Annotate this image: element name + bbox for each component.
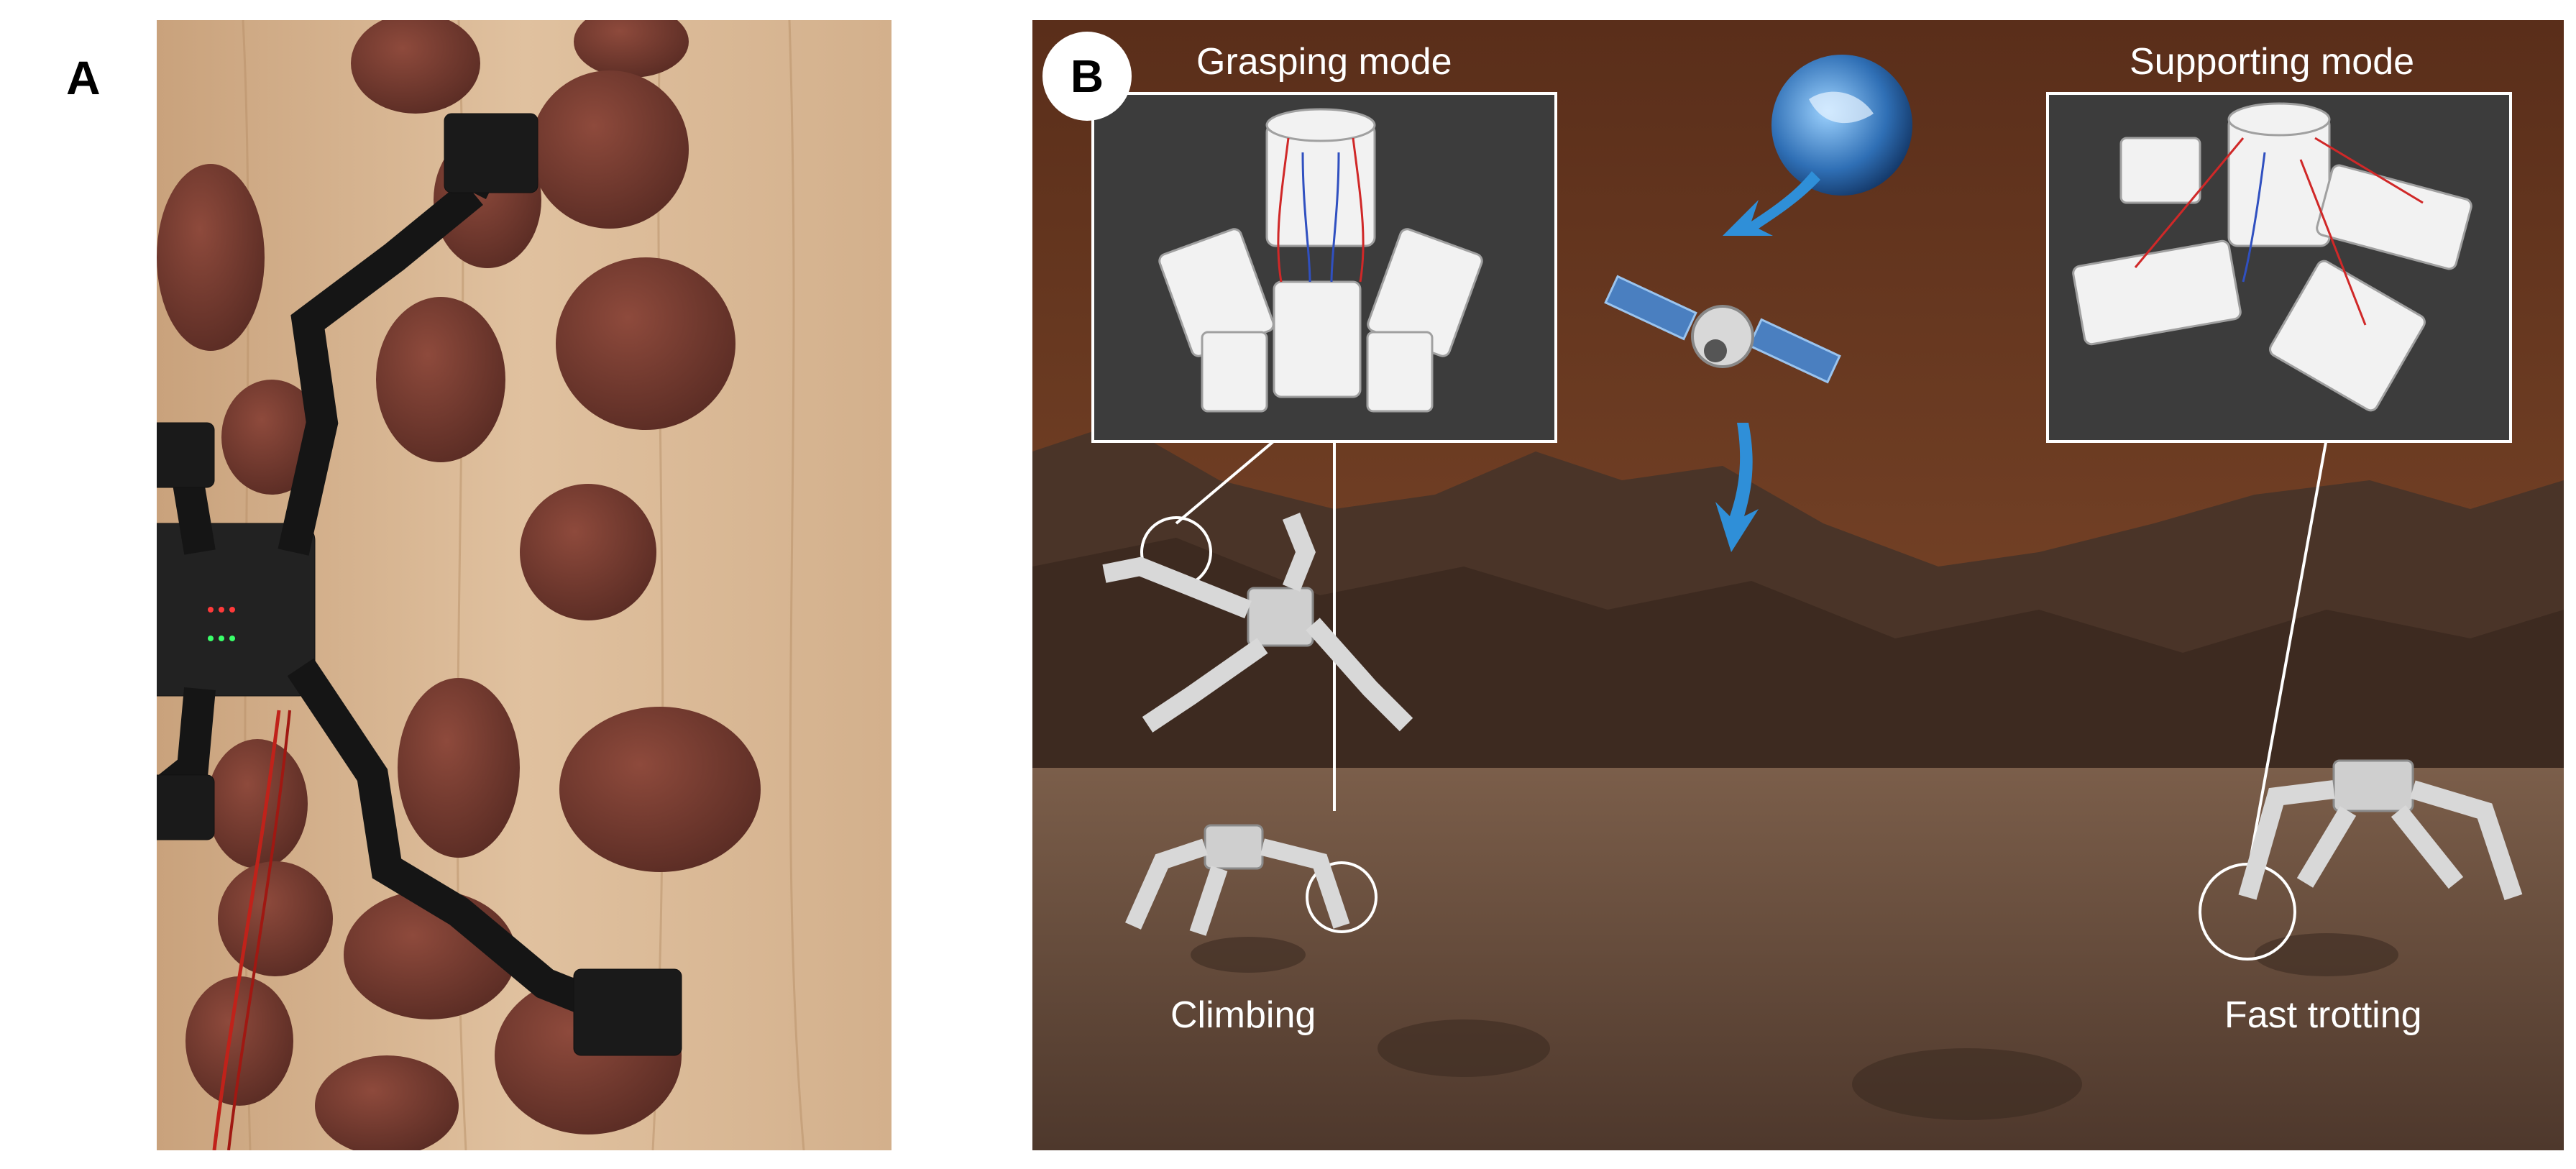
climbing-caption: Climbing [1170,994,1316,1036]
arrow-satellite-to-surface-icon [1715,423,1759,552]
panel-a-label: A [66,51,101,104]
panel-a-photo [157,20,891,1150]
quadruped-robots [1102,513,2523,936]
arrow-earth-to-satellite-icon [1723,171,1820,236]
panel-b-label: B [1042,32,1132,121]
black-robot [157,113,682,1056]
grasping-gripper-render [1094,95,1554,440]
supporting-gripper-render [2049,95,2509,440]
climbing-robot-photo [157,20,891,1150]
grasping-mode-inset [1091,92,1557,443]
earth-icon [1771,55,1912,196]
satellite-icon [1604,275,1841,384]
fast-trotting-caption: Fast trotting [2224,994,2422,1036]
supporting-mode-inset [2046,92,2512,443]
grasping-mode-caption: Grasping mode [1196,41,1452,83]
supporting-mode-caption: Supporting mode [2130,41,2415,83]
